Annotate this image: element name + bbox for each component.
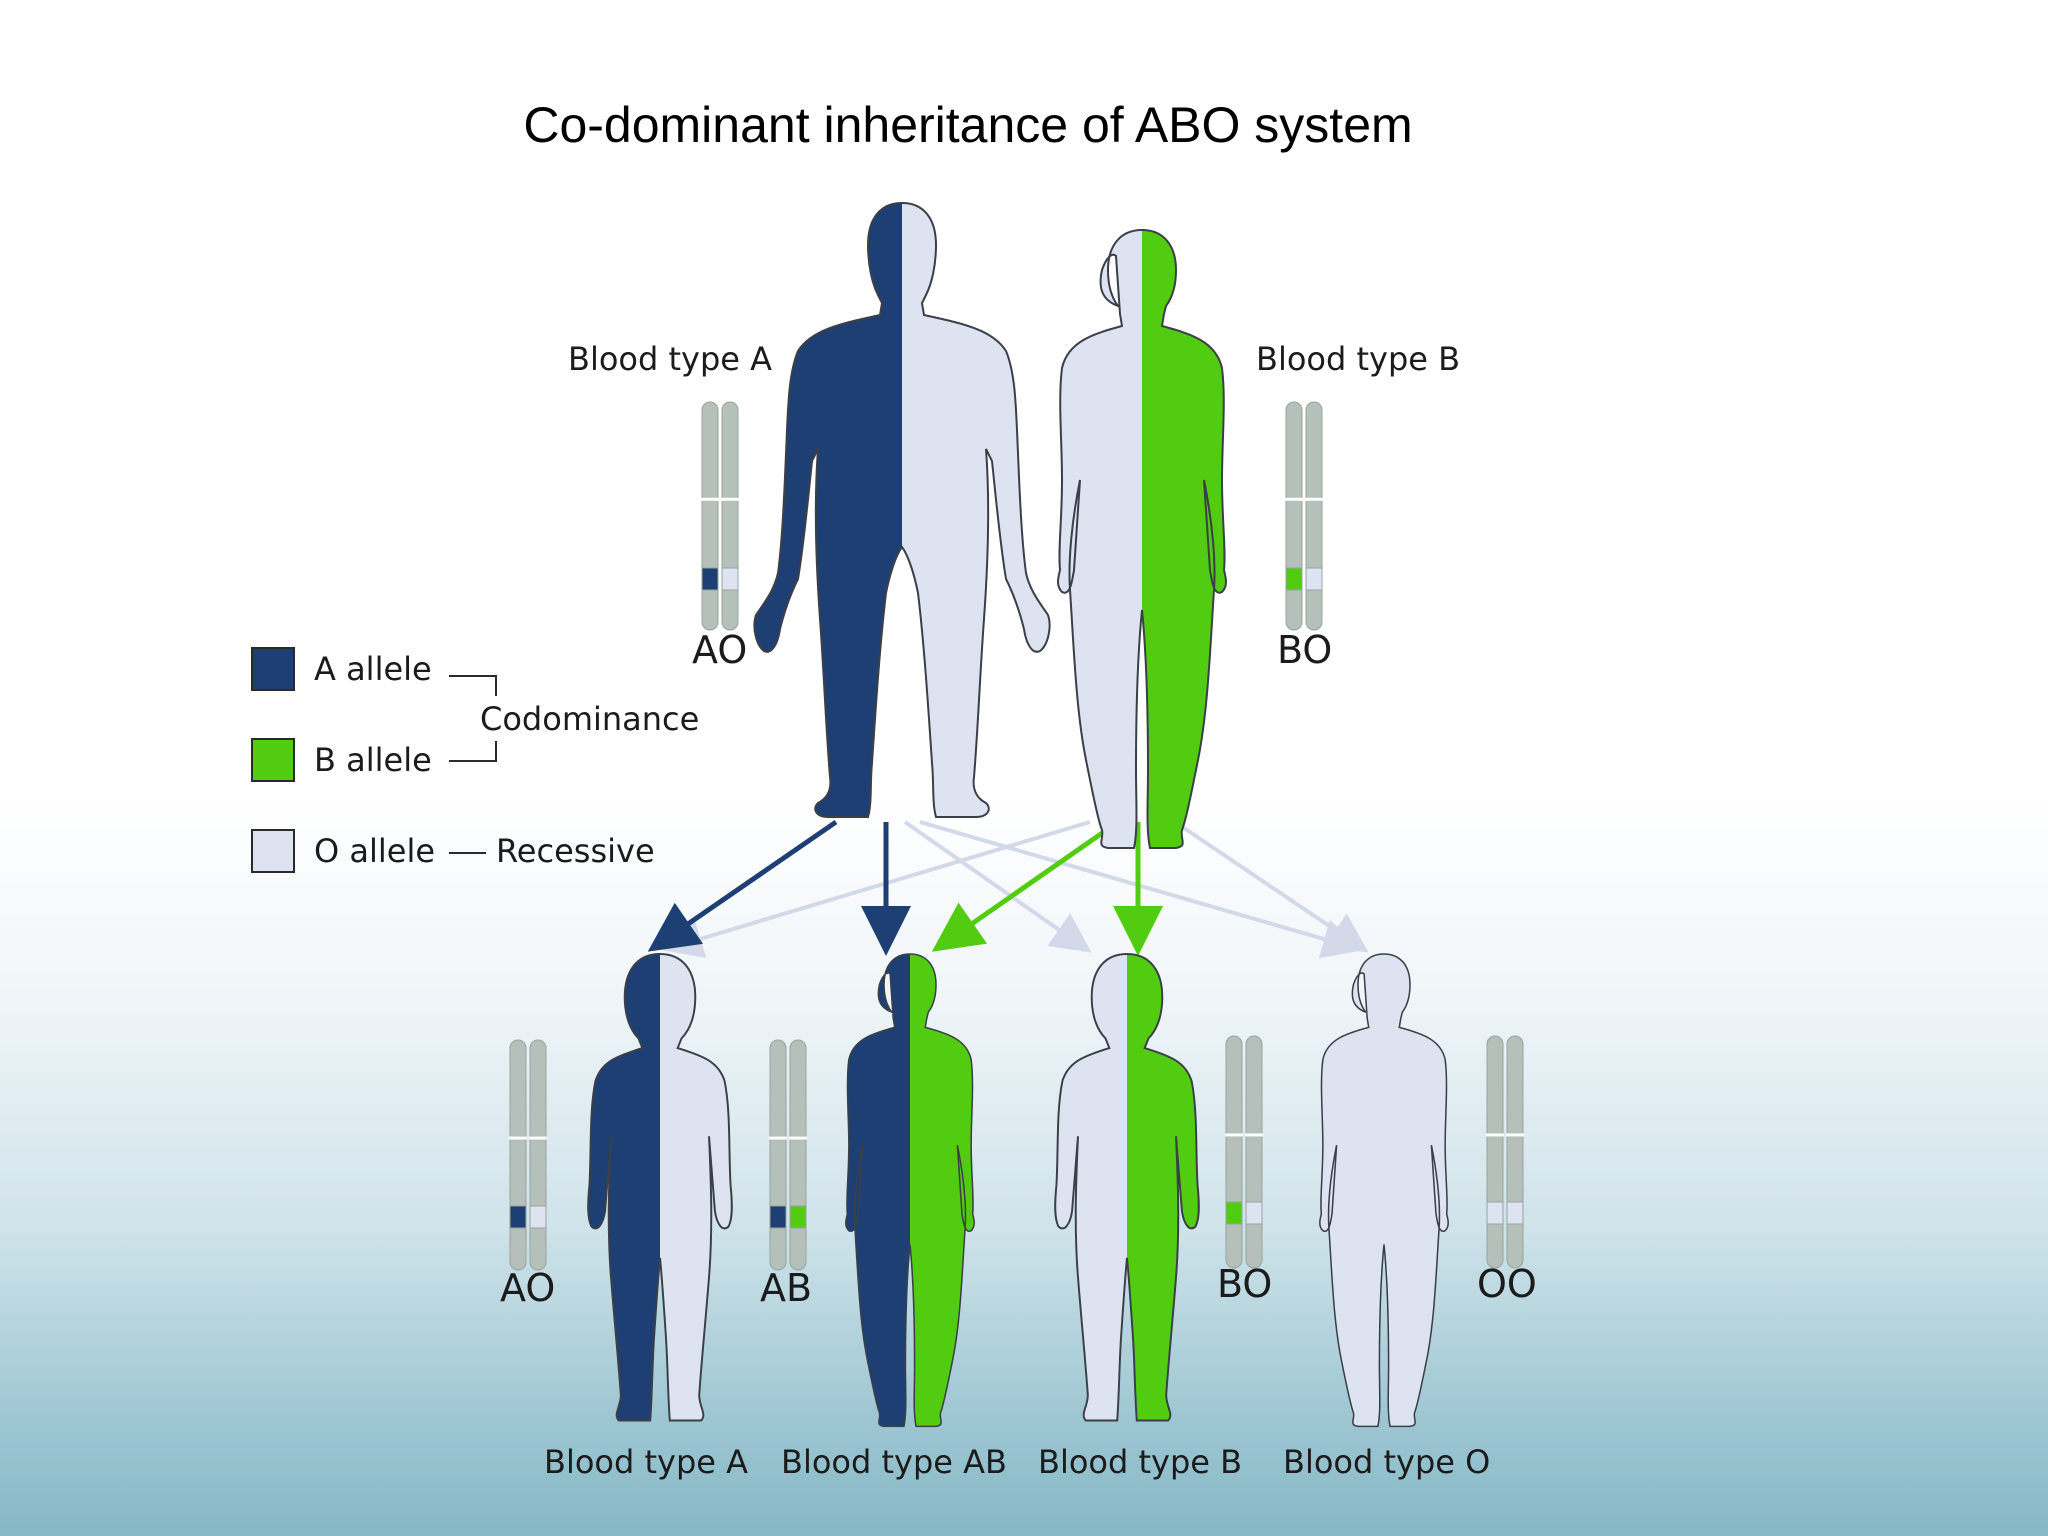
- child-a-genotype: AO: [500, 1266, 556, 1310]
- arrow-parentB-o-to-child-o-2: [1173, 820, 1369, 953]
- child-b-figure: [1054, 953, 1200, 1422]
- allele-band-b: [1285, 567, 1303, 591]
- centromere: [769, 1136, 787, 1140]
- allele-band-a: [701, 567, 719, 591]
- child-o-figure: [1319, 953, 1449, 1428]
- centromere: [721, 497, 739, 501]
- allele-band-a: [769, 1205, 787, 1229]
- parent-a-blood-type-label: Blood type A: [568, 340, 773, 378]
- a-allele-label: A allele: [314, 650, 432, 688]
- chromosome-pairs: [509, 401, 1524, 1271]
- arrow-parentB-b-to-child-ab: [931, 819, 1120, 952]
- child-o-blood-type-label: Blood type O: [1283, 1443, 1491, 1481]
- child-b-chromosome-pair: [1225, 1035, 1263, 1269]
- arrow-parentA-a-to-child-a: [647, 819, 838, 952]
- arrow-parentA-o-to-child-b: [903, 820, 1092, 953]
- arrows-light: [662, 820, 1369, 959]
- chromosome: [1225, 1035, 1243, 1269]
- parent-b-chromosome-pair: [1285, 401, 1323, 631]
- allele-band-a: [509, 1205, 527, 1229]
- parent-b-blood-type-label: Blood type B: [1256, 340, 1461, 378]
- b-allele-swatch: [251, 738, 295, 782]
- recessive-label: Recessive: [496, 832, 655, 870]
- parent-father-figure: [753, 202, 1051, 818]
- codominance-label: Codominance: [480, 700, 700, 738]
- arrow-parentB-o-to-child-a: [662, 820, 1091, 958]
- chromosome: [769, 1039, 787, 1271]
- allele-band-o: [1305, 567, 1323, 591]
- child-a-chromosome-pair: [509, 1039, 547, 1271]
- child-ab-blood-type-label: Blood type AB: [781, 1443, 1007, 1481]
- child-o-chromosome-pair: [1486, 1035, 1524, 1269]
- centromere: [1285, 497, 1303, 501]
- chromosome: [789, 1039, 807, 1271]
- chromosome: [1305, 401, 1323, 631]
- parent-mother-figure: [1057, 229, 1227, 849]
- child-a-figure: [587, 953, 733, 1422]
- page-title: Co-dominant inheritance of ABO system: [523, 97, 1413, 153]
- parent-a-chromosome-pair: [701, 401, 739, 631]
- child-ab-genotype: AB: [760, 1266, 813, 1310]
- a-allele-swatch: [251, 647, 295, 691]
- child-a-blood-type-label: Blood type A: [544, 1443, 749, 1481]
- centromere: [1225, 1133, 1243, 1137]
- chromosome: [1285, 401, 1303, 631]
- codominance-bracket-top: [449, 675, 497, 696]
- chromosome: [1486, 1035, 1504, 1269]
- allele-band-o: [1486, 1201, 1504, 1225]
- chromosome: [1506, 1035, 1524, 1269]
- chromosome: [1245, 1035, 1263, 1269]
- allele-band-o: [529, 1205, 547, 1229]
- centromere: [789, 1136, 807, 1140]
- allele-band-b: [789, 1205, 807, 1229]
- chromosome: [509, 1039, 527, 1271]
- centromere: [1245, 1133, 1263, 1137]
- child-ab-figure: [845, 953, 975, 1428]
- codominance-bracket-bottom: [449, 741, 497, 762]
- centromere: [1486, 1133, 1504, 1137]
- allele-band-o: [1245, 1201, 1263, 1225]
- allele-band-b: [1225, 1201, 1243, 1225]
- chromosome: [529, 1039, 547, 1271]
- centromere: [1506, 1133, 1524, 1137]
- child-b-genotype: BO: [1217, 1262, 1273, 1306]
- child-b-blood-type-label: Blood type B: [1038, 1443, 1243, 1481]
- parent-a-genotype: AO: [692, 628, 748, 672]
- chromosome: [701, 401, 719, 631]
- chromosome: [721, 401, 739, 631]
- b-allele-label: B allele: [314, 741, 432, 779]
- centromere: [1305, 497, 1323, 501]
- centromere: [701, 497, 719, 501]
- allele-band-o: [721, 567, 739, 591]
- allele-band-o: [1506, 1201, 1524, 1225]
- arrows-green: [931, 819, 1163, 956]
- centromere: [529, 1136, 547, 1140]
- parent-b-genotype: BO: [1277, 628, 1333, 672]
- o-allele-swatch: [251, 829, 295, 873]
- child-o-genotype: OO: [1477, 1262, 1537, 1306]
- legend-connectors: [449, 675, 497, 854]
- arrows-dark: [647, 819, 911, 956]
- child-ab-chromosome-pair: [769, 1039, 807, 1271]
- o-allele-label: O allele: [314, 832, 436, 870]
- centromere: [509, 1136, 527, 1140]
